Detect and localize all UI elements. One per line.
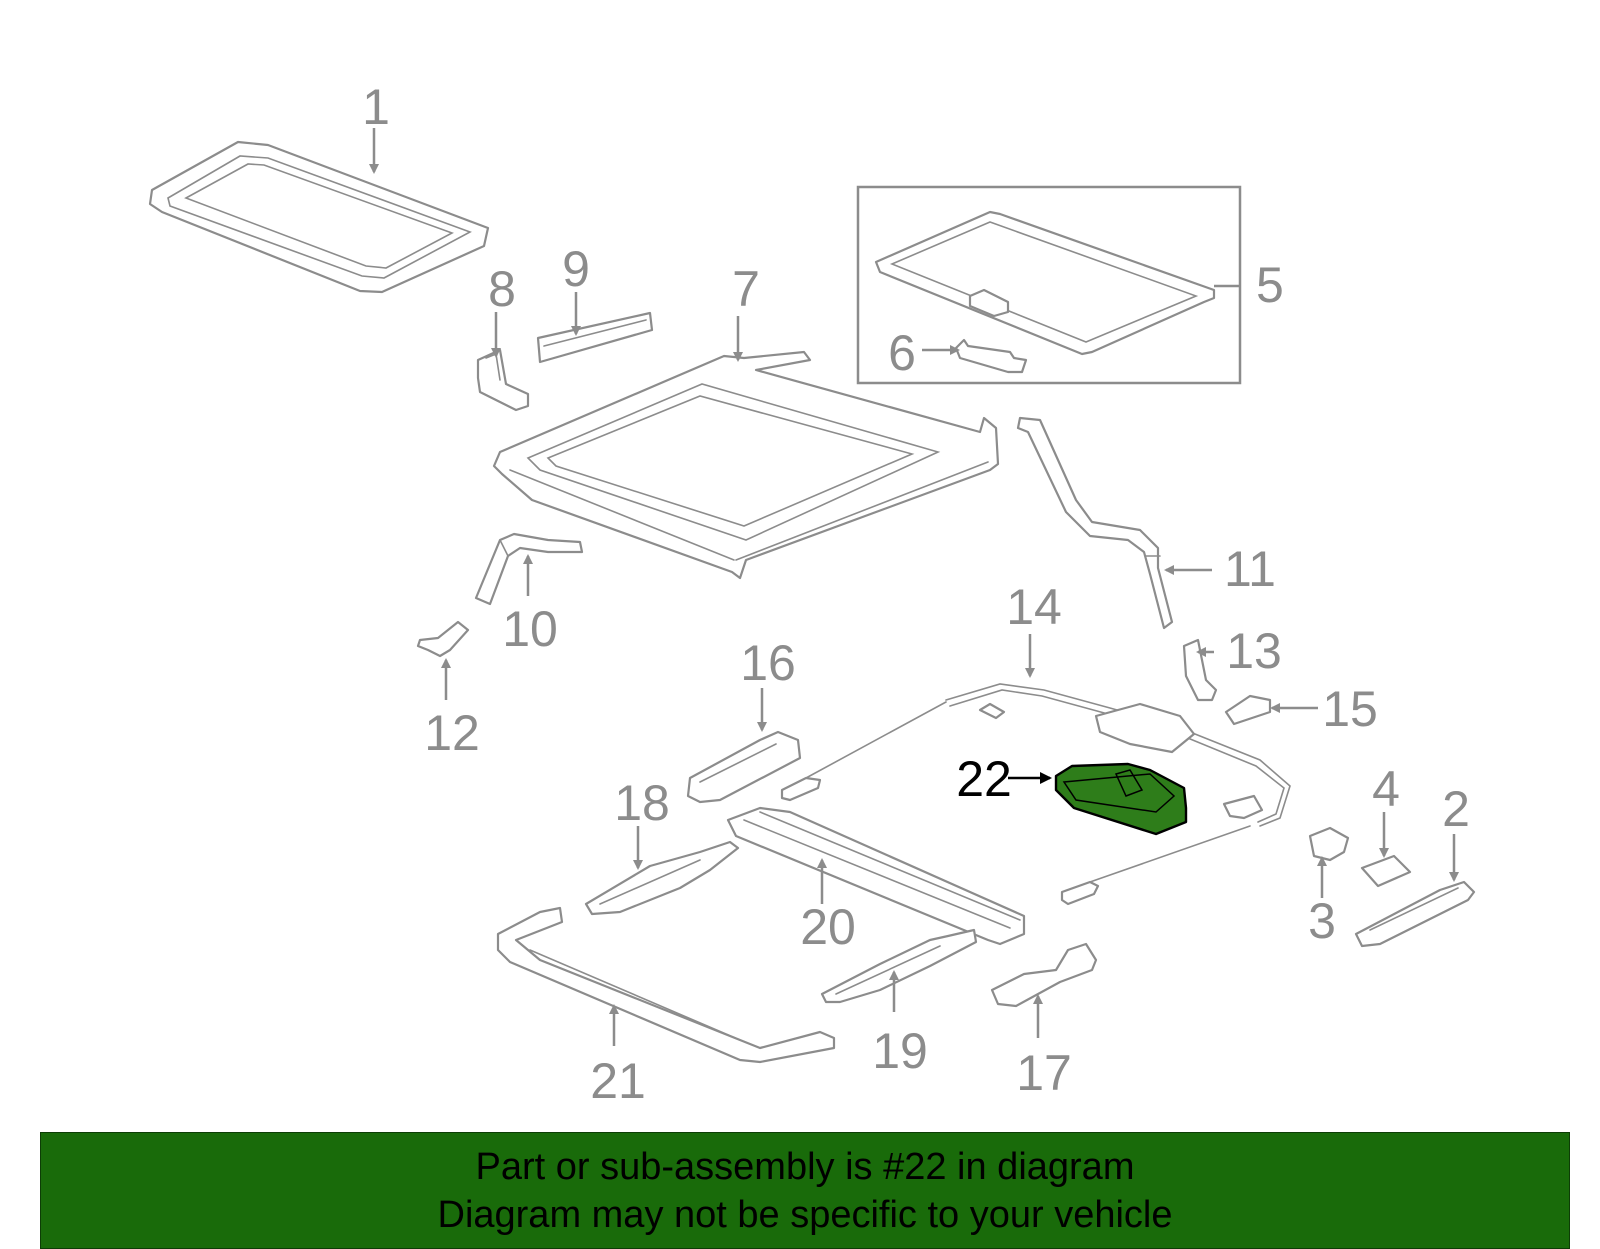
part-13-plug — [1182, 638, 1218, 702]
part-17-bracket — [990, 942, 1098, 1008]
callout-4: 4 — [1372, 761, 1400, 817]
part-1-glass-panel — [148, 140, 490, 294]
callout-12: 12 — [424, 705, 480, 761]
callout-3: 3 — [1308, 893, 1336, 949]
callout-5: 5 — [1256, 257, 1284, 313]
part-4-pad — [1360, 854, 1412, 888]
leader-lines — [369, 128, 1459, 1046]
callout-10: 10 — [502, 601, 558, 657]
part-21-frame-base — [496, 906, 836, 1064]
callout-17: 17 — [1016, 1045, 1072, 1101]
part-10-drain-hose — [474, 532, 584, 606]
callout-18: 18 — [614, 775, 670, 831]
part-9-seal-strip — [536, 311, 654, 364]
part-15-bracket — [1224, 694, 1272, 726]
callout-1: 1 — [362, 79, 390, 135]
part-22-sunroof-motor — [1054, 762, 1188, 836]
callout-9: 9 — [562, 241, 590, 297]
callout-6: 6 — [888, 325, 916, 381]
part-19-slide-bracket — [820, 928, 978, 1004]
part-2-guide-rail — [1354, 880, 1476, 948]
callout-2: 2 — [1442, 781, 1470, 837]
part-8-bracket — [476, 348, 530, 412]
callout-8: 8 — [488, 261, 516, 317]
callout-7: 7 — [732, 261, 760, 317]
callout-16: 16 — [740, 635, 796, 691]
part-5-sunshade-assembly-box — [856, 185, 1242, 385]
sunroof-parts-diagram: 1 2 3 4 5 6 7 8 9 10 11 12 13 14 15 16 1… — [148, 79, 1476, 1109]
part-16-guide — [686, 730, 802, 804]
banner-line-2: Diagram may not be specific to your vehi… — [437, 1193, 1173, 1236]
callout-19: 19 — [872, 1023, 928, 1079]
callout-22: 22 — [956, 751, 1012, 807]
callout-14: 14 — [1006, 579, 1062, 635]
part-3-clip — [1308, 826, 1350, 862]
callout-20: 20 — [800, 899, 856, 955]
info-banner: Part or sub-assembly is #22 in diagram D… — [40, 1132, 1570, 1249]
callout-15: 15 — [1322, 681, 1378, 737]
part-12-clip — [416, 620, 470, 658]
part-20-cross-rail — [726, 806, 1026, 946]
callout-13: 13 — [1226, 623, 1282, 679]
part-14-drive-cables — [780, 683, 1291, 906]
callout-21: 21 — [590, 1053, 646, 1109]
part-7-sunroof-frame — [492, 350, 1000, 580]
part-18-slide-bracket — [584, 840, 740, 916]
banner-line-1: Part or sub-assembly is #22 in diagram — [475, 1145, 1135, 1188]
part-11-drain-hose — [1016, 416, 1174, 630]
callout-11: 11 — [1224, 541, 1276, 597]
